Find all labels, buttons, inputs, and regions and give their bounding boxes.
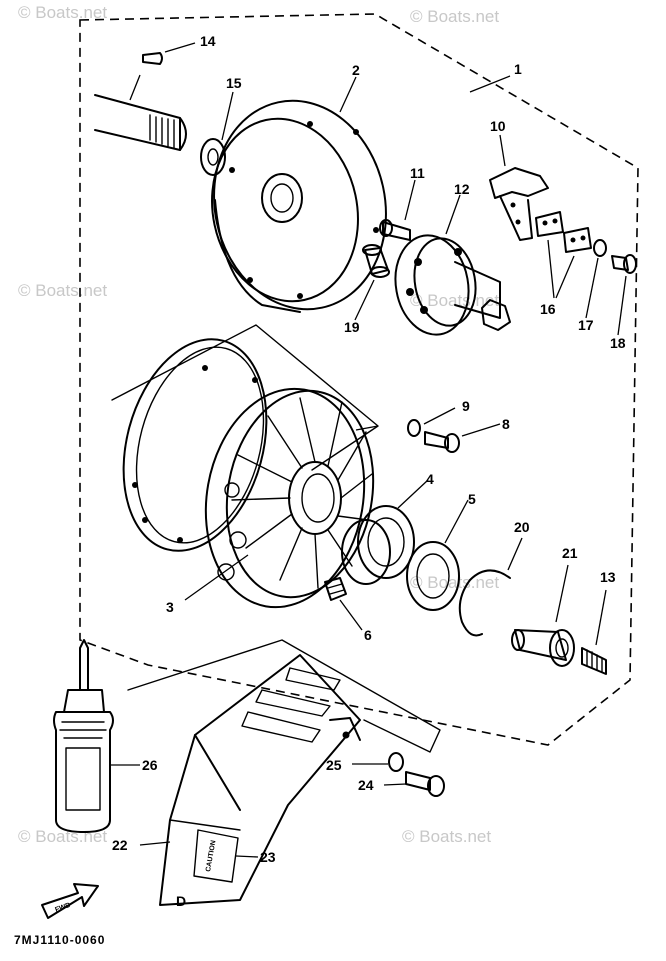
watermark-top-right: © Boats.net — [410, 7, 499, 26]
label-5: 5 — [468, 491, 476, 507]
label-25: 25 — [326, 757, 342, 773]
part-13-stud — [581, 589, 607, 675]
label-3: 3 — [166, 599, 174, 615]
label-17: 17 — [578, 317, 594, 333]
label-23: 23 — [260, 849, 276, 865]
part-23-caution-label: CAUTION D — [176, 829, 259, 909]
part-22-guard — [139, 654, 361, 906]
part-8-bolt — [424, 423, 501, 453]
label-16: 16 — [540, 301, 556, 317]
guard-plane — [127, 639, 441, 753]
watermarks: © Boats.net © Boats.net © Boats.net © Bo… — [18, 3, 499, 846]
part-15-washer — [200, 91, 234, 176]
part-14-key — [142, 42, 196, 65]
label-6: 6 — [364, 627, 372, 643]
caution-text: CAUTION — [205, 840, 217, 873]
part-11-bolt — [379, 179, 416, 241]
label-13: 13 — [600, 569, 616, 585]
part-5-seal — [406, 499, 469, 611]
label-26: 26 — [142, 757, 158, 773]
label-1: 1 — [514, 61, 522, 77]
watermark-top-left: © Boats.net — [18, 3, 107, 22]
part-25-washer — [352, 752, 404, 772]
assembly-outline — [79, 13, 639, 746]
guard-letter: D — [176, 893, 186, 909]
part-16-plates — [535, 211, 592, 299]
part-4-bearing — [341, 479, 429, 585]
label-4: 4 — [426, 471, 434, 487]
part-20-snap-ring — [458, 537, 523, 637]
part-6-plug — [324, 577, 363, 631]
diagram-code: 7MJ1110-0060 — [14, 933, 105, 947]
label-21: 21 — [562, 545, 578, 561]
part-3-ribbed-hub — [184, 387, 375, 609]
drive-shaft — [94, 74, 187, 151]
label-19: 19 — [344, 319, 360, 335]
watermark-mid-left: © Boats.net — [18, 281, 107, 300]
part-number-labels: 1 2 3 4 5 6 8 9 10 11 12 13 14 15 16 17 … — [112, 33, 626, 865]
gasket-plane — [111, 324, 379, 471]
watermark-mid-right: © Boats.net — [410, 291, 499, 310]
label-22: 22 — [112, 837, 128, 853]
part-12-hub — [394, 194, 511, 336]
label-12: 12 — [454, 181, 470, 197]
fwd-text: FWD — [54, 902, 71, 914]
fwd-arrow: FWD — [41, 883, 99, 919]
label-9: 9 — [462, 398, 470, 414]
part-26-bottle — [53, 639, 140, 833]
label-20: 20 — [514, 519, 530, 535]
part-9-washer — [407, 407, 456, 437]
gasket-ring — [122, 338, 268, 552]
label-14: 14 — [200, 33, 216, 49]
watermark-low-right: © Boats.net — [410, 573, 499, 592]
part-21-sleeve — [511, 564, 575, 667]
label-10: 10 — [490, 118, 506, 134]
part-18-screw — [611, 254, 637, 336]
leader-1 — [469, 75, 511, 93]
label-8: 8 — [502, 416, 510, 432]
label-15: 15 — [226, 75, 242, 91]
label-11: 11 — [410, 165, 425, 181]
part-2-housing — [211, 76, 387, 313]
watermark-bottom-right: © Boats.net — [402, 827, 491, 846]
label-18: 18 — [610, 335, 626, 351]
part-10-bracket — [489, 134, 549, 241]
part-19-bushing — [354, 244, 390, 321]
part-17-washer — [585, 239, 607, 319]
part-24-bolt — [383, 771, 445, 797]
label-2: 2 — [352, 62, 360, 78]
label-24: 24 — [358, 777, 374, 793]
